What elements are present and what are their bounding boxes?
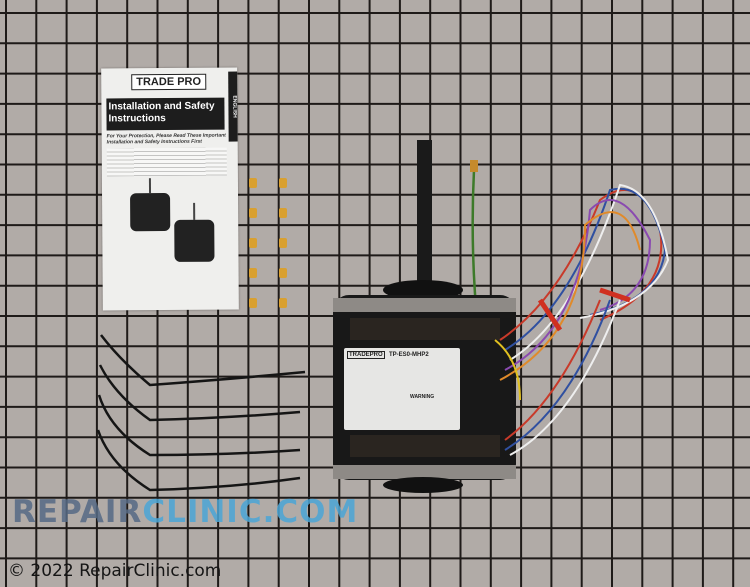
screw	[249, 208, 257, 218]
screw	[279, 208, 287, 218]
screw	[249, 238, 257, 248]
watermark: REPAIRCLINIC.COM	[12, 494, 358, 530]
watermark-clinic: CLINIC.COM	[142, 494, 359, 530]
manual-brand-logo: TRADE PRO	[131, 73, 207, 91]
screw	[249, 178, 257, 188]
cable-ties	[96, 334, 306, 492]
label-model: TP-ES0-MHP2	[389, 352, 429, 358]
label-warning: WARNING	[410, 394, 435, 400]
screw	[279, 268, 287, 278]
ground-terminal	[470, 160, 478, 172]
screw	[279, 298, 287, 308]
manual-title: Installation and Safety Instructions	[106, 97, 225, 131]
screw	[249, 298, 257, 308]
screws	[249, 178, 287, 308]
screw	[279, 178, 287, 188]
manual-subtitle: For Your Protection, Please Read These I…	[106, 132, 226, 146]
label-brand: TRADEPRO	[347, 351, 385, 359]
motor-shaft	[417, 140, 432, 290]
wire-harness	[494, 183, 670, 456]
screw	[249, 268, 257, 278]
instruction-manual: TRADE PRO Installation and Safety Instru…	[101, 67, 239, 311]
manual-motor-images	[130, 178, 215, 262]
watermark-repair: REPAIR	[12, 494, 143, 530]
copyright: © 2022 RepairClinic.com	[8, 561, 222, 581]
language-tab: ENGLISH	[228, 71, 238, 142]
screw	[279, 238, 287, 248]
manual-body-text	[106, 147, 227, 177]
motor-rating-label: TRADEPRO TP-ES0-MHP2 WARNING	[344, 348, 460, 430]
